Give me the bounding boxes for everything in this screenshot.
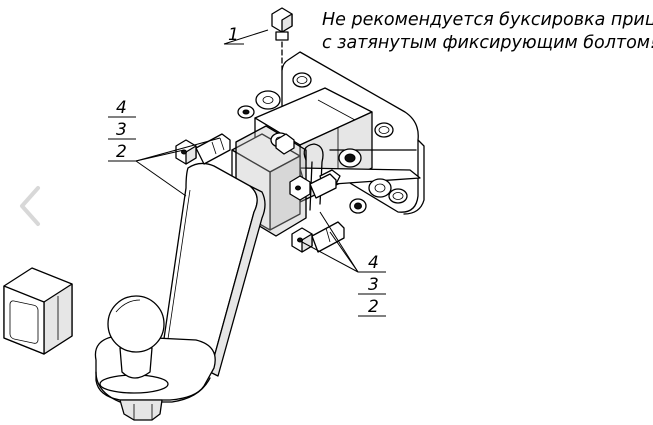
callout-1: 1 xyxy=(223,25,269,45)
callout-left-3: 3 xyxy=(116,120,127,140)
ball-base-plate xyxy=(94,335,216,403)
hex-bolt-mid xyxy=(289,173,337,201)
tow-ball xyxy=(107,295,165,379)
callout-stack-right: 4 3 2 xyxy=(301,211,386,317)
washer-stack-right xyxy=(338,148,392,214)
note-line-1: Не рекомендуется буксировка прицепа xyxy=(322,10,653,30)
callout-right-4: 4 xyxy=(368,253,379,273)
callout-stack-left: 4 3 2 xyxy=(108,98,221,197)
washer-stack-top xyxy=(237,90,295,155)
callout-1-label: 1 xyxy=(228,25,239,45)
hex-bolt-upper-left xyxy=(175,133,231,165)
callout-right-2: 2 xyxy=(368,297,379,317)
callout-right-3: 3 xyxy=(368,275,379,295)
callout-left-2: 2 xyxy=(116,142,127,162)
note-line-2: с затянутым фиксирующим болтом! xyxy=(322,33,653,53)
ball-nut xyxy=(119,399,163,421)
protective-cap xyxy=(3,267,73,355)
callout-left-4: 4 xyxy=(116,98,127,118)
carousel-prev-button[interactable] xyxy=(16,184,46,228)
drop-arm xyxy=(158,162,266,387)
locking-bolt xyxy=(271,7,293,71)
chevron-left-icon xyxy=(20,186,40,226)
hex-bolt-lower-right xyxy=(291,221,345,253)
